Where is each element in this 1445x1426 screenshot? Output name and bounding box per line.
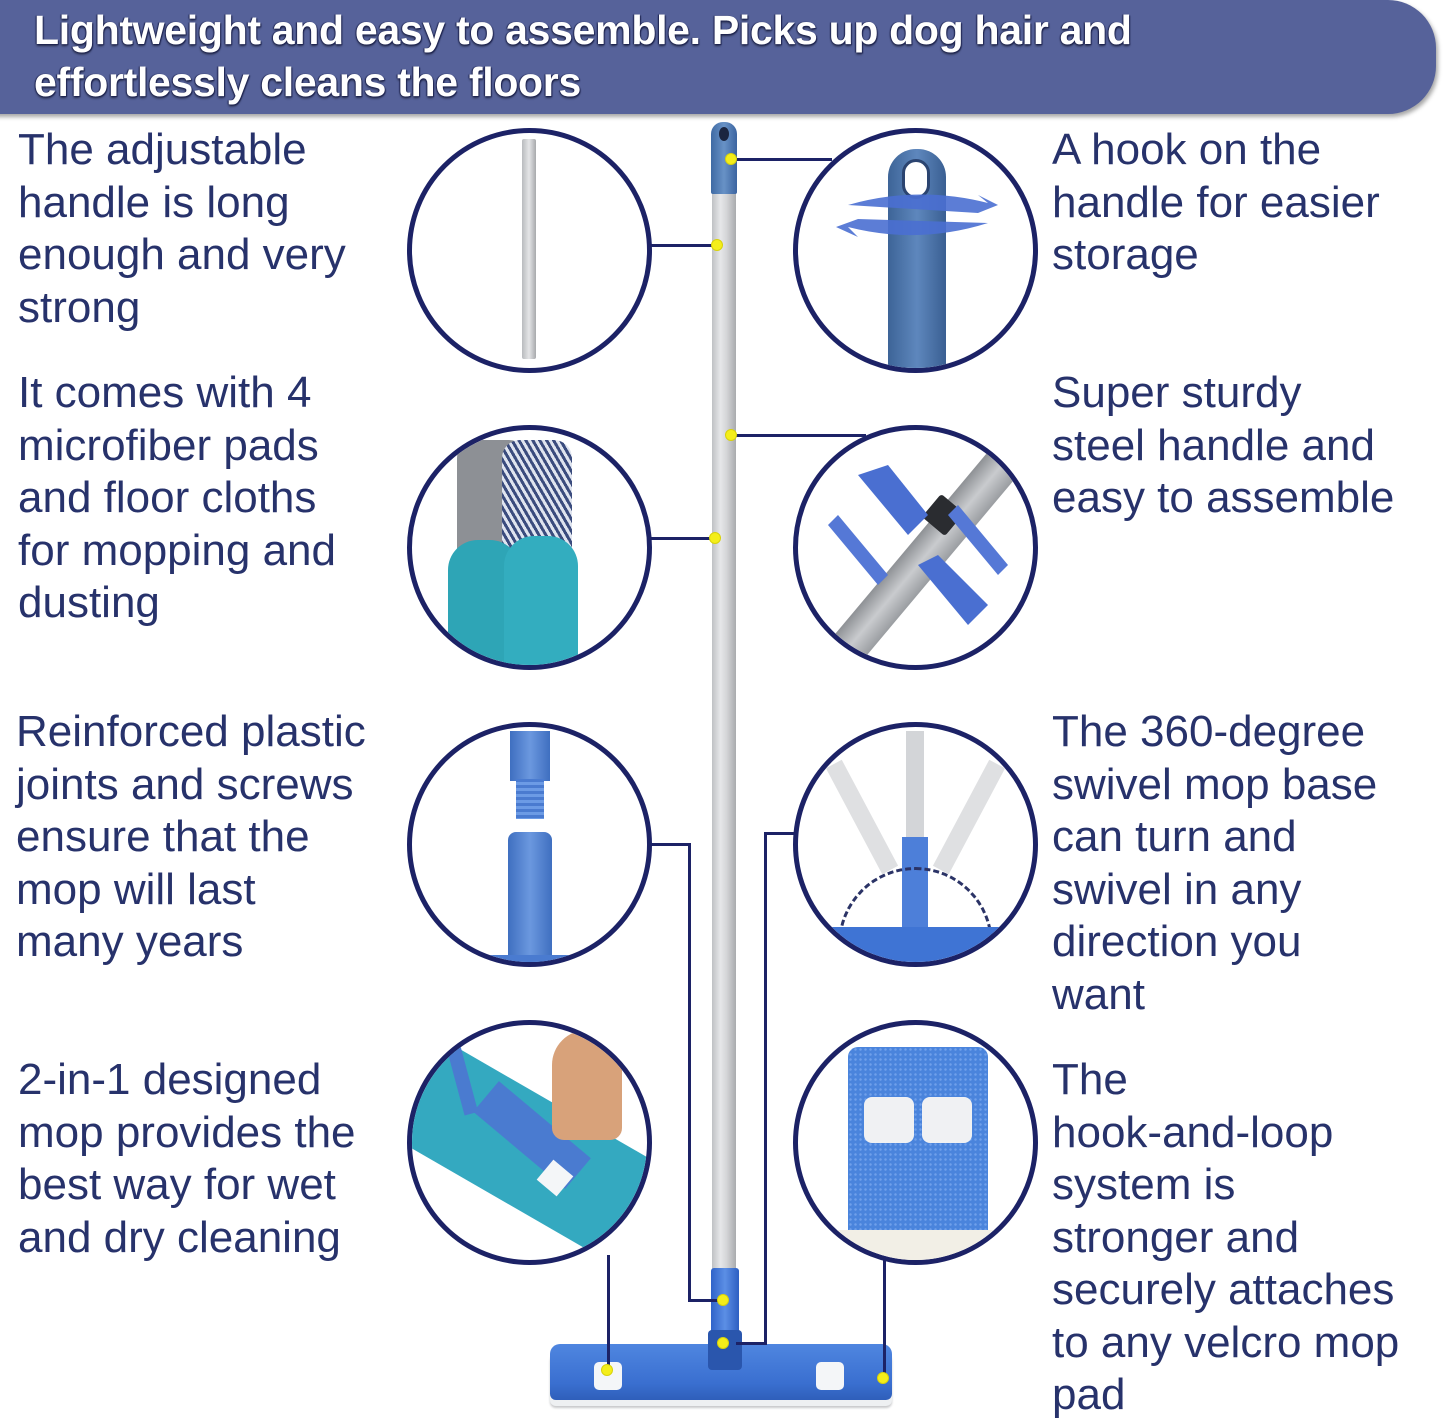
cloth-roll-icon [504, 536, 578, 665]
caption-hook-and-loop: The hook-and-loop system is stronger and… [1052, 1055, 1400, 1419]
detail-circle-hook [793, 128, 1038, 373]
detail-circle-velcro [793, 1020, 1038, 1265]
leader-line-velcro [883, 1258, 886, 1378]
joint-base-icon [422, 955, 642, 962]
detail-circle-towel [407, 1020, 652, 1265]
leader-line-towel [607, 1255, 610, 1375]
marker-dot-joints [717, 1294, 729, 1306]
mop-pad-icon [798, 1230, 1033, 1260]
caption-two-in-one: 2-in-1 designed mop provides the best wa… [18, 1055, 356, 1262]
clip-left-icon [864, 1097, 914, 1143]
marker-dot-velcro [877, 1372, 889, 1384]
swivel-handle-right-icon [932, 759, 1006, 875]
swivel-handle-left-icon [825, 759, 899, 875]
detail-circle-handle [407, 128, 652, 373]
detail-circle-pads [407, 425, 652, 670]
detail-circle-joints [407, 722, 652, 967]
handle-hook-hole [719, 127, 729, 141]
leader-line-swivel-v [764, 832, 767, 1345]
leader-line-steel [736, 434, 866, 437]
marker-dot-swivel [717, 1337, 729, 1349]
caption-steel-handle: Super sturdy steel handle and easy to as… [1052, 368, 1395, 522]
leader-line-swivel-h [764, 832, 812, 835]
banner-title-line-2: effortlessly cleans the floors [34, 59, 581, 105]
caption-adjustable-handle: The adjustable handle is long enough and… [18, 125, 346, 332]
caption-microfiber-pads: It comes with 4 microfiber pads and floo… [18, 368, 336, 627]
leader-line-pads [650, 537, 716, 540]
handle-pole-icon [522, 139, 536, 359]
leader-line-joints-v [688, 843, 691, 1301]
banner-title: Lightweight and easy to assemble. Picks … [34, 4, 1434, 108]
marker-dot-pads [709, 532, 721, 544]
leader-line-handle [650, 244, 716, 247]
assembly-arrows-icon [828, 465, 1008, 625]
threaded-joint-icon [510, 731, 550, 781]
screw-thread-icon [516, 779, 544, 819]
mop-head-mount [708, 1330, 742, 1370]
leader-line-joints-end [688, 1299, 718, 1302]
marker-dot-towel [601, 1364, 613, 1376]
banner-title-line-1: Lightweight and easy to assemble. Picks … [34, 7, 1132, 53]
leader-line-swivel-end [736, 1342, 767, 1345]
marker-dot-steel [725, 429, 737, 441]
detail-circle-swivel [793, 722, 1038, 967]
joint-socket-icon [508, 832, 552, 962]
marker-dot-hook [725, 153, 737, 165]
mop-plate-icon [798, 927, 1033, 962]
leader-line-joints-h [640, 843, 690, 846]
detail-circle-steel [793, 425, 1038, 670]
header-banner [0, 0, 1436, 114]
hand-pointing-icon [552, 1030, 622, 1140]
caption-hook-handle: A hook on the handle for easier storage [1052, 125, 1380, 279]
rotation-arrows-icon [836, 194, 998, 237]
leader-line-hook [736, 158, 832, 161]
swivel-handle-center-icon [906, 731, 924, 851]
clip-right-icon [922, 1097, 972, 1143]
marker-dot-handle [711, 239, 723, 251]
mop-handle-pole [712, 190, 736, 1290]
hook-hole-icon [902, 159, 930, 199]
caption-swivel-base: The 360-degree swivel mop base can turn … [1052, 707, 1378, 1019]
caption-plastic-joints: Reinforced plastic joints and screws ens… [16, 707, 366, 966]
velcro-clip-right-icon [816, 1362, 844, 1390]
